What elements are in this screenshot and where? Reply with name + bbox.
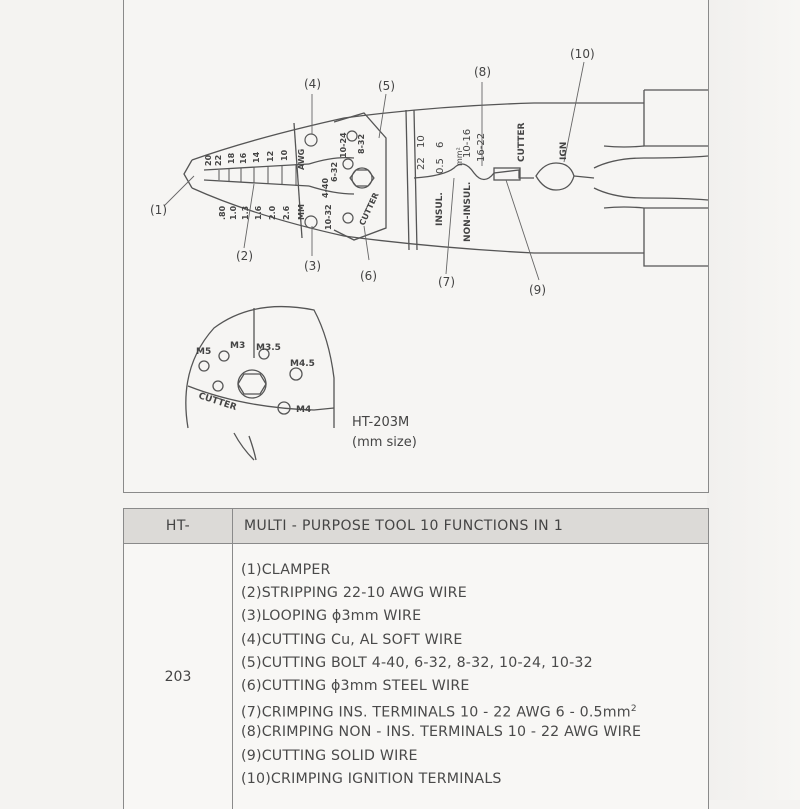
awg-22: 22 — [214, 155, 223, 166]
bolt-10-32: 10-32 — [324, 204, 333, 230]
awg-18: 18 — [227, 152, 236, 164]
awg-16: 16 — [239, 152, 248, 164]
cutter2-label: CUTTER — [517, 122, 527, 162]
mm-080: .80 — [218, 205, 227, 220]
mm-16: 1.6 — [254, 205, 263, 220]
function-table: HT- MULTI - PURPOSE TOOL 10 FUNCTIONS IN… — [123, 508, 709, 809]
awg-label: AWG — [297, 149, 306, 170]
callout-7: (7) — [438, 275, 455, 289]
function-item: (5)CUTTING BOLT 4-40, 6-32, 8-32, 10-24,… — [241, 654, 593, 671]
bolt-10-24: 10-24 — [339, 132, 348, 158]
inset-cutter: CUTTER — [197, 391, 238, 413]
cutter-label: CUTTER — [358, 191, 381, 227]
mm-13: 1.3 — [241, 206, 250, 220]
crimp-mid-bottom: 0.5 — [435, 158, 446, 174]
callout-2: (2) — [236, 249, 253, 263]
model-note: (mm size) — [352, 435, 417, 450]
mm-10: 1.0 — [229, 205, 238, 220]
awg-10: 10 — [280, 149, 289, 161]
awg-12: 12 — [266, 151, 275, 162]
header-title: MULTI - PURPOSE TOOL 10 FUNCTIONS IN 1 — [244, 518, 564, 534]
function-item: (9)CUTTING SOLID WIRE — [241, 747, 418, 764]
inset-m5: M5 — [196, 347, 211, 357]
function-list: (1)CLAMPER (2)STRIPPING 22-10 AWG WIRE (… — [241, 559, 641, 791]
function-item: (6)CUTTING ϕ3mm STEEL WIRE — [241, 677, 470, 694]
callout-5: (5) — [378, 79, 395, 93]
crimp-unit: mm² — [455, 147, 464, 166]
header-model: HT- — [165, 518, 191, 534]
callout-10: (10) — [570, 47, 595, 61]
bolt-8-32: 8-32 — [357, 134, 366, 154]
callout-1: (1) — [150, 203, 167, 217]
mm-20: 2.0 — [268, 205, 277, 220]
function-item: (2)STRIPPING 22-10 AWG WIRE — [241, 585, 467, 602]
crimp-left-bottom: 22 — [416, 157, 427, 170]
inset-m45: M4.5 — [290, 359, 315, 369]
function-item: (10)CRIMPING IGNITION TERMINALS — [241, 770, 502, 787]
function-item: (4)CUTTING Cu, AL SOFT WIRE — [241, 631, 463, 648]
mm-26: 2.6 — [282, 205, 291, 220]
inset-m4: M4 — [296, 405, 311, 415]
function-item: (7)CRIMPING INS. TERMINALS 10 - 22 AWG 6… — [241, 698, 641, 721]
callout-8: (8) — [474, 65, 491, 79]
inset-m3: M3 — [230, 341, 245, 351]
awg-20: 20 — [204, 154, 213, 166]
crimp-left-top: 10 — [416, 135, 427, 148]
insul-label: INSUL. — [435, 192, 445, 226]
function-item-text: (7)CRIMPING INS. TERMINALS 10 - 22 AWG 6… — [241, 704, 631, 721]
tool-diagram-panel: (1) (2) (3) (4) (5) (6) (7) (8) (9) (10)… — [123, 0, 709, 493]
superscript: 2 — [630, 704, 637, 715]
callout-9: (9) — [529, 283, 546, 297]
awg-14: 14 — [252, 151, 261, 163]
upper-jaw-outline — [191, 102, 644, 161]
bolt-4-40: 4-40 — [321, 178, 330, 198]
background-shade — [707, 0, 800, 800]
crimp-right-bottom: 16-22 — [476, 133, 487, 162]
bolt-6-32: 6-32 — [330, 162, 339, 182]
column-divider — [232, 509, 234, 809]
lower-handle — [643, 207, 708, 267]
inset-detail — [185, 305, 335, 461]
lower-jaw-outline — [191, 187, 644, 254]
upper-handle — [643, 89, 708, 147]
mm-label: MM — [297, 204, 306, 220]
function-item: (3)LOOPING ϕ3mm WIRE — [241, 608, 422, 625]
callout-3: (3) — [304, 259, 321, 273]
callout-4: (4) — [304, 77, 321, 91]
inset-m35: M3.5 — [256, 343, 281, 353]
non-insul-label: NON-INSUL. — [463, 182, 473, 242]
function-item: (8)CRIMPING NON - INS. TERMINALS 10 - 22… — [241, 724, 642, 741]
ign-label: IGN — [559, 142, 569, 160]
crimp-mid-top: 6 — [435, 142, 446, 148]
multi-tool-diagram: (1) (2) (3) (4) (5) (6) (7) (8) (9) (10)… — [150, 47, 708, 461]
callout-6: (6) — [360, 269, 377, 283]
model-name: HT-203M — [352, 415, 409, 430]
model-number: 203 — [164, 669, 192, 685]
crimp-right-top: 10-16 — [462, 129, 473, 158]
table-header: HT- MULTI - PURPOSE TOOL 10 FUNCTIONS IN… — [124, 509, 708, 544]
function-item: (1)CLAMPER — [241, 562, 331, 578]
